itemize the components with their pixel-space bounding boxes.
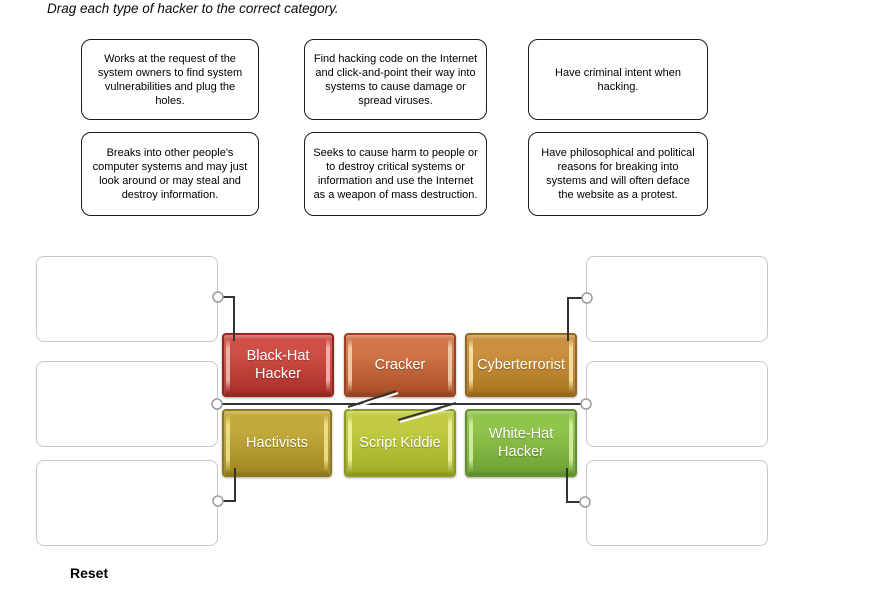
tile-gloss-highlight xyxy=(448,338,452,392)
description-text: Works at the request of the system owner… xyxy=(97,52,243,107)
hacker-tile-cyberterrorist: Cyberterrorist xyxy=(465,333,577,397)
tile-gloss-highlight xyxy=(326,338,330,392)
description-card-cracker[interactable]: Breaks into other people's computer syst… xyxy=(81,132,259,216)
tile-gloss-highlight xyxy=(324,414,328,472)
tile-label: Cyberterrorist xyxy=(477,357,565,373)
hacker-tile-black-hat: Black-Hat Hacker xyxy=(222,333,334,397)
reset-button[interactable]: Reset xyxy=(70,565,109,581)
tile-gloss-highlight xyxy=(226,414,230,472)
tile-gloss-highlight xyxy=(469,414,473,472)
tile-label: Hactivists xyxy=(245,435,309,451)
tile-gloss-highlight xyxy=(569,414,573,472)
tile-gloss-highlight xyxy=(348,338,352,392)
hacker-tile-hactivists: Hactivists xyxy=(222,409,332,477)
hacker-tile-script-kiddie: Script Kiddie xyxy=(344,409,456,477)
drop-zone-bottom-left[interactable] xyxy=(36,460,218,546)
description-card-black-hat[interactable]: Have criminal intent when hacking. xyxy=(528,39,708,120)
description-card-cyberterrorist[interactable]: Seeks to cause harm to people or to dest… xyxy=(304,132,487,216)
tile-gloss-highlight xyxy=(569,338,573,392)
tile-gloss-highlight xyxy=(469,338,473,392)
drop-zone-middle-right[interactable] xyxy=(586,361,768,447)
tile-label: Script Kiddie xyxy=(359,435,441,451)
tile-label: Cracker xyxy=(374,357,426,373)
tile-gloss-highlight xyxy=(448,414,452,472)
instruction-text: Drag each type of hacker to the correct … xyxy=(47,1,339,16)
hacker-tile-cracker: Cracker xyxy=(344,333,456,397)
tile-gloss-highlight xyxy=(226,338,230,392)
description-text: Seeks to cause harm to people or to dest… xyxy=(313,147,478,201)
tile-gloss-highlight xyxy=(348,414,352,472)
drop-zone-middle-left[interactable] xyxy=(36,361,218,447)
description-text: Find hacking code on the Internet and cl… xyxy=(313,52,478,107)
drop-zone-top-left[interactable] xyxy=(36,256,218,342)
description-text: Breaks into other people's computer syst… xyxy=(92,147,248,201)
tile-label: Black-Hat Hacker xyxy=(246,348,310,382)
tile-label: White-Hat Hacker xyxy=(488,426,554,460)
drop-zone-bottom-right[interactable] xyxy=(586,460,768,546)
description-card-hactivist[interactable]: Have philosophical and political reasons… xyxy=(528,132,708,216)
description-text: Have philosophical and political reasons… xyxy=(541,147,695,201)
hacker-tile-white-hat: White-Hat Hacker xyxy=(465,409,577,477)
description-text: Have criminal intent when hacking. xyxy=(555,66,681,93)
description-card-white-hat[interactable]: Works at the request of the system owner… xyxy=(81,39,259,120)
description-card-script-kiddie[interactable]: Find hacking code on the Internet and cl… xyxy=(304,39,487,120)
drop-zone-top-right[interactable] xyxy=(586,256,768,342)
